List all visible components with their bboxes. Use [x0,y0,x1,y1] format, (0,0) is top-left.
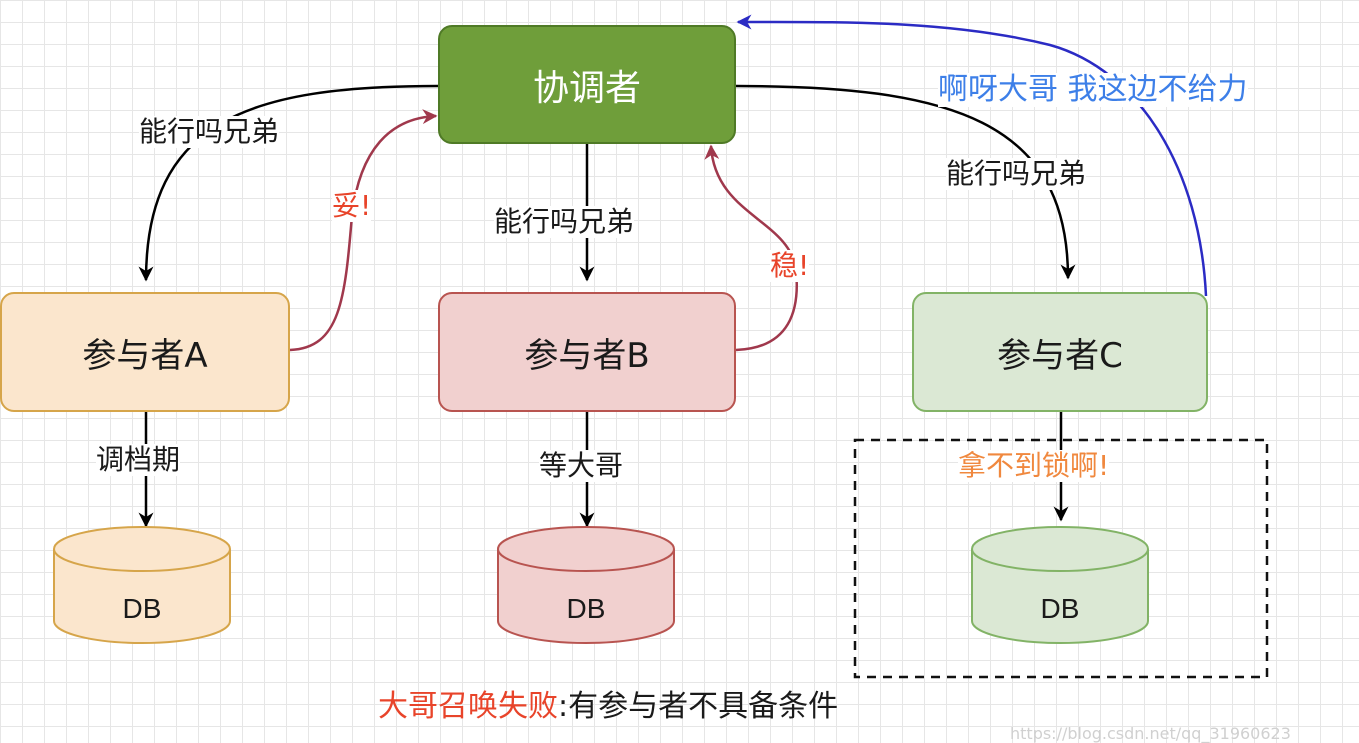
caption-highlight: 大哥召唤失败 [378,689,558,724]
coordinator-node: 协调者 [438,25,736,144]
db-c: DB [971,526,1149,644]
participant-c-label: 参与者C [997,335,1123,376]
participant-a-node: 参与者A [0,292,290,412]
db-a-edge-label: 调档期 [96,443,181,476]
ask-a-label: 能行吗兄弟 [139,115,280,148]
db-b: DB [497,526,675,644]
reply-c-label: 啊呀大哥 我这边不给力 [938,72,1248,107]
dashed-group-c [853,438,1269,679]
db-a-label: DB [123,593,162,624]
participant-a-label: 参与者A [82,335,208,376]
db-b-edge-label: 等大哥 [539,449,624,482]
participant-b-node: 参与者B [438,292,736,412]
reply-b-label: 稳! [770,249,810,282]
db-c-label: DB [1041,593,1080,624]
participant-c-node: 参与者C [912,292,1208,412]
coordinator-label: 协调者 [532,67,641,109]
db-b-label: DB [567,593,606,624]
arrow-a-reply [289,109,438,352]
caption-rest: :有参与者不具备条件 [558,689,839,724]
db-c-edge-label: 拿不到锁啊! [958,449,1110,482]
arrow-coordinator-to-c [735,84,1076,280]
db-a: DB [53,526,231,644]
reply-a-label: 妥! [332,189,372,222]
arrow-c-fail [736,14,1208,297]
watermark: https://blog.csdn.net/qq_31960623 [1010,724,1291,743]
ask-c-label: 能行吗兄弟 [946,157,1087,190]
caption: 大哥召唤失败:有参与者不具备条件 [378,692,838,722]
ask-b-label: 能行吗兄弟 [494,205,635,238]
participant-b-label: 参与者B [524,335,650,376]
